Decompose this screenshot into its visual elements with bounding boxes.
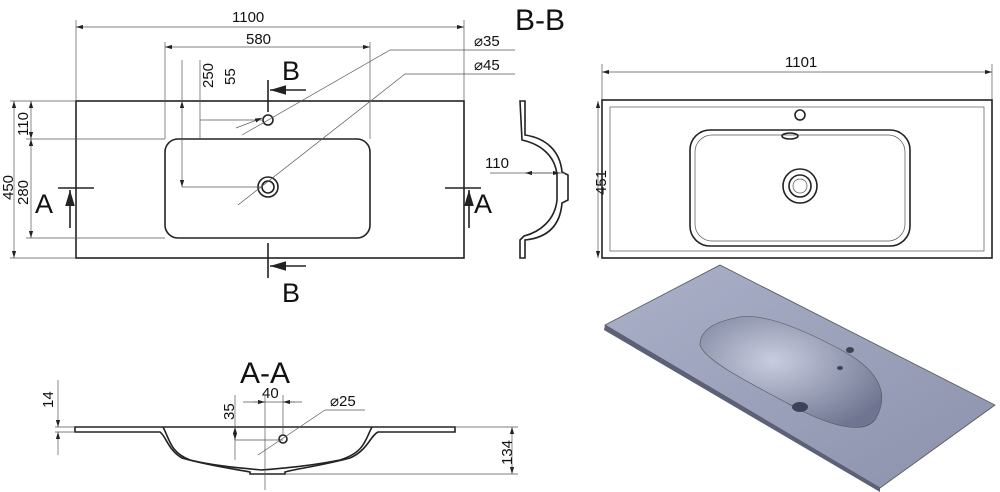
top-drain-mid [788, 174, 812, 198]
section-aa-view: A-A 14 35 40 ⌀25 134 [40, 357, 518, 490]
top-outline [601, 99, 993, 259]
section-a-label-right: A [474, 189, 492, 219]
section-bb-title: B-B [515, 4, 565, 37]
dim-drain-offset: 250 [200, 63, 217, 88]
dim-hole-offset: 40 [262, 385, 279, 402]
dim-top-width: 1101 [785, 54, 817, 71]
top-overflow-slot [781, 132, 799, 140]
top-drain-inner [792, 178, 808, 194]
section-aa-title: A-A [240, 357, 290, 390]
section-bb-view: B-B 110 451 [485, 4, 610, 259]
top-basin [689, 129, 911, 247]
dim-hole-diameter: ⌀25 [330, 393, 356, 410]
dim-bowl-depth: 110 [485, 155, 509, 172]
dim-overall-depth: 450 [0, 175, 17, 200]
section-a-label-left: A [35, 189, 53, 219]
dim-front-margin: 110 [15, 112, 32, 136]
3d-render [604, 264, 996, 492]
countertop-outline [75, 100, 465, 259]
render-tap-hole [846, 347, 854, 353]
dim-thickness: 14 [40, 391, 57, 408]
dim-drain-diameter: ⌀45 [474, 57, 500, 74]
dim-total-height: 134 [499, 440, 516, 465]
dim-overall-width: 1100 [232, 9, 264, 26]
dim-overflow-diameter: ⌀35 [474, 33, 500, 50]
bb-profile [519, 100, 569, 259]
top-drain-outer [782, 168, 818, 204]
top-view: 1101 [601, 54, 993, 259]
section-b-label-bottom: B [282, 278, 300, 308]
drain-inner [261, 180, 275, 194]
render-basin [699, 316, 883, 428]
top-inner-edge [609, 106, 985, 252]
dim-overflow-offset: 55 [222, 68, 239, 85]
top-tap-hole [794, 109, 806, 121]
dim-basin-width: 580 [246, 31, 271, 48]
dim-hole-depth: 35 [221, 403, 238, 420]
basin-outline [164, 138, 371, 239]
plan-view: 1100 580 250 55 450 110 280 B B A [0, 9, 515, 308]
render-drain [792, 402, 808, 412]
section-b-label-top: B [282, 56, 300, 86]
dim-basin-depth: 280 [15, 180, 32, 205]
